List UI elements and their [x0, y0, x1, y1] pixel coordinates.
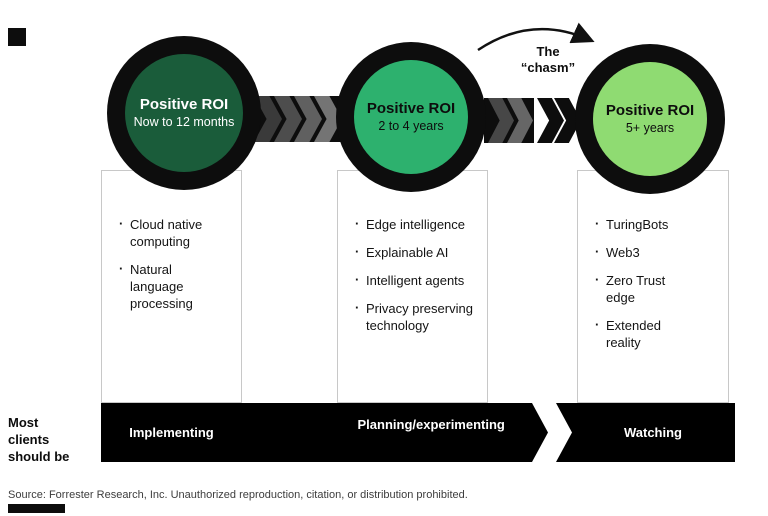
chasm-label-line1: The	[536, 44, 560, 59]
tech-list-item: TuringBots	[594, 215, 690, 233]
most-clients-caption: Most clients should be	[8, 414, 69, 465]
stage-circle-3-face: Positive ROI 5+ years	[593, 62, 707, 176]
band-label-watching: Watching	[623, 425, 682, 440]
chasm-label: The “chasm”	[505, 44, 591, 76]
tech-list-1: Cloud native computing Natural language …	[102, 171, 241, 312]
chasm-arrow-icon	[477, 22, 595, 52]
stage-circle-3: Positive ROI 5+ years	[575, 44, 725, 194]
circle-title: Positive ROI	[366, 100, 456, 117]
timeline-bar-right	[556, 403, 735, 462]
bottom-left-bar-decor	[8, 504, 65, 513]
circle-subtitle: 2 to 4 years	[378, 119, 444, 133]
chasm-label-line2: “chasm”	[520, 60, 576, 75]
tech-list-item: Explainable AI	[354, 243, 473, 261]
stage-circle-1: Positive ROI Now to 12 months	[107, 36, 261, 190]
top-left-square-decor	[8, 28, 26, 46]
tech-list-item: Zero Trust edge	[594, 271, 690, 306]
circle-title: Positive ROI	[605, 102, 695, 119]
tech-list-item: Natural language processing	[118, 260, 227, 312]
tech-list-item: Intelligent agents	[354, 271, 473, 289]
most-clients-line2: clients	[8, 432, 50, 447]
tech-list-2: Edge intelligence Explainable AI Intelli…	[338, 171, 487, 334]
source-note: Source: Forrester Research, Inc. Unautho…	[8, 489, 468, 501]
most-clients-line3: should be	[8, 449, 70, 464]
tech-list-item: Web3	[594, 243, 690, 261]
stage-column-3: TuringBots Web3 Zero Trust edge Extended…	[577, 170, 729, 403]
tech-list-item: Privacy preserving technology	[354, 299, 473, 334]
timeline-bar-left	[101, 403, 548, 462]
band-label-planning: Planning/experimenting	[337, 417, 505, 433]
most-clients-line1: Most	[8, 415, 39, 430]
tech-list-3: TuringBots Web3 Zero Trust edge Extended…	[578, 171, 728, 351]
circle-title: Positive ROI	[139, 96, 229, 113]
stage-column-1: Cloud native computing Natural language …	[101, 170, 242, 403]
chevron-connector-2-icon	[484, 98, 534, 143]
stage-circle-2: Positive ROI 2 to 4 years	[336, 42, 486, 192]
stage-circle-2-face: Positive ROI 2 to 4 years	[354, 60, 468, 174]
chevron-icon	[488, 98, 514, 143]
circle-subtitle: Now to 12 months	[133, 115, 235, 129]
band-label-implementing: Implementing	[129, 425, 214, 440]
tech-list-item: Edge intelligence	[354, 215, 473, 233]
circle-subtitle: 5+ years	[625, 121, 675, 135]
stage-circle-1-face: Positive ROI Now to 12 months	[125, 54, 243, 172]
stage-column-2: Edge intelligence Explainable AI Intelli…	[337, 170, 488, 403]
tech-list-item: Extended reality	[594, 316, 690, 351]
chevron-connector-1-icon	[244, 96, 342, 142]
tech-list-item: Cloud native computing	[118, 215, 227, 250]
band-label-planning-text: Planning/experimenting	[357, 417, 505, 432]
